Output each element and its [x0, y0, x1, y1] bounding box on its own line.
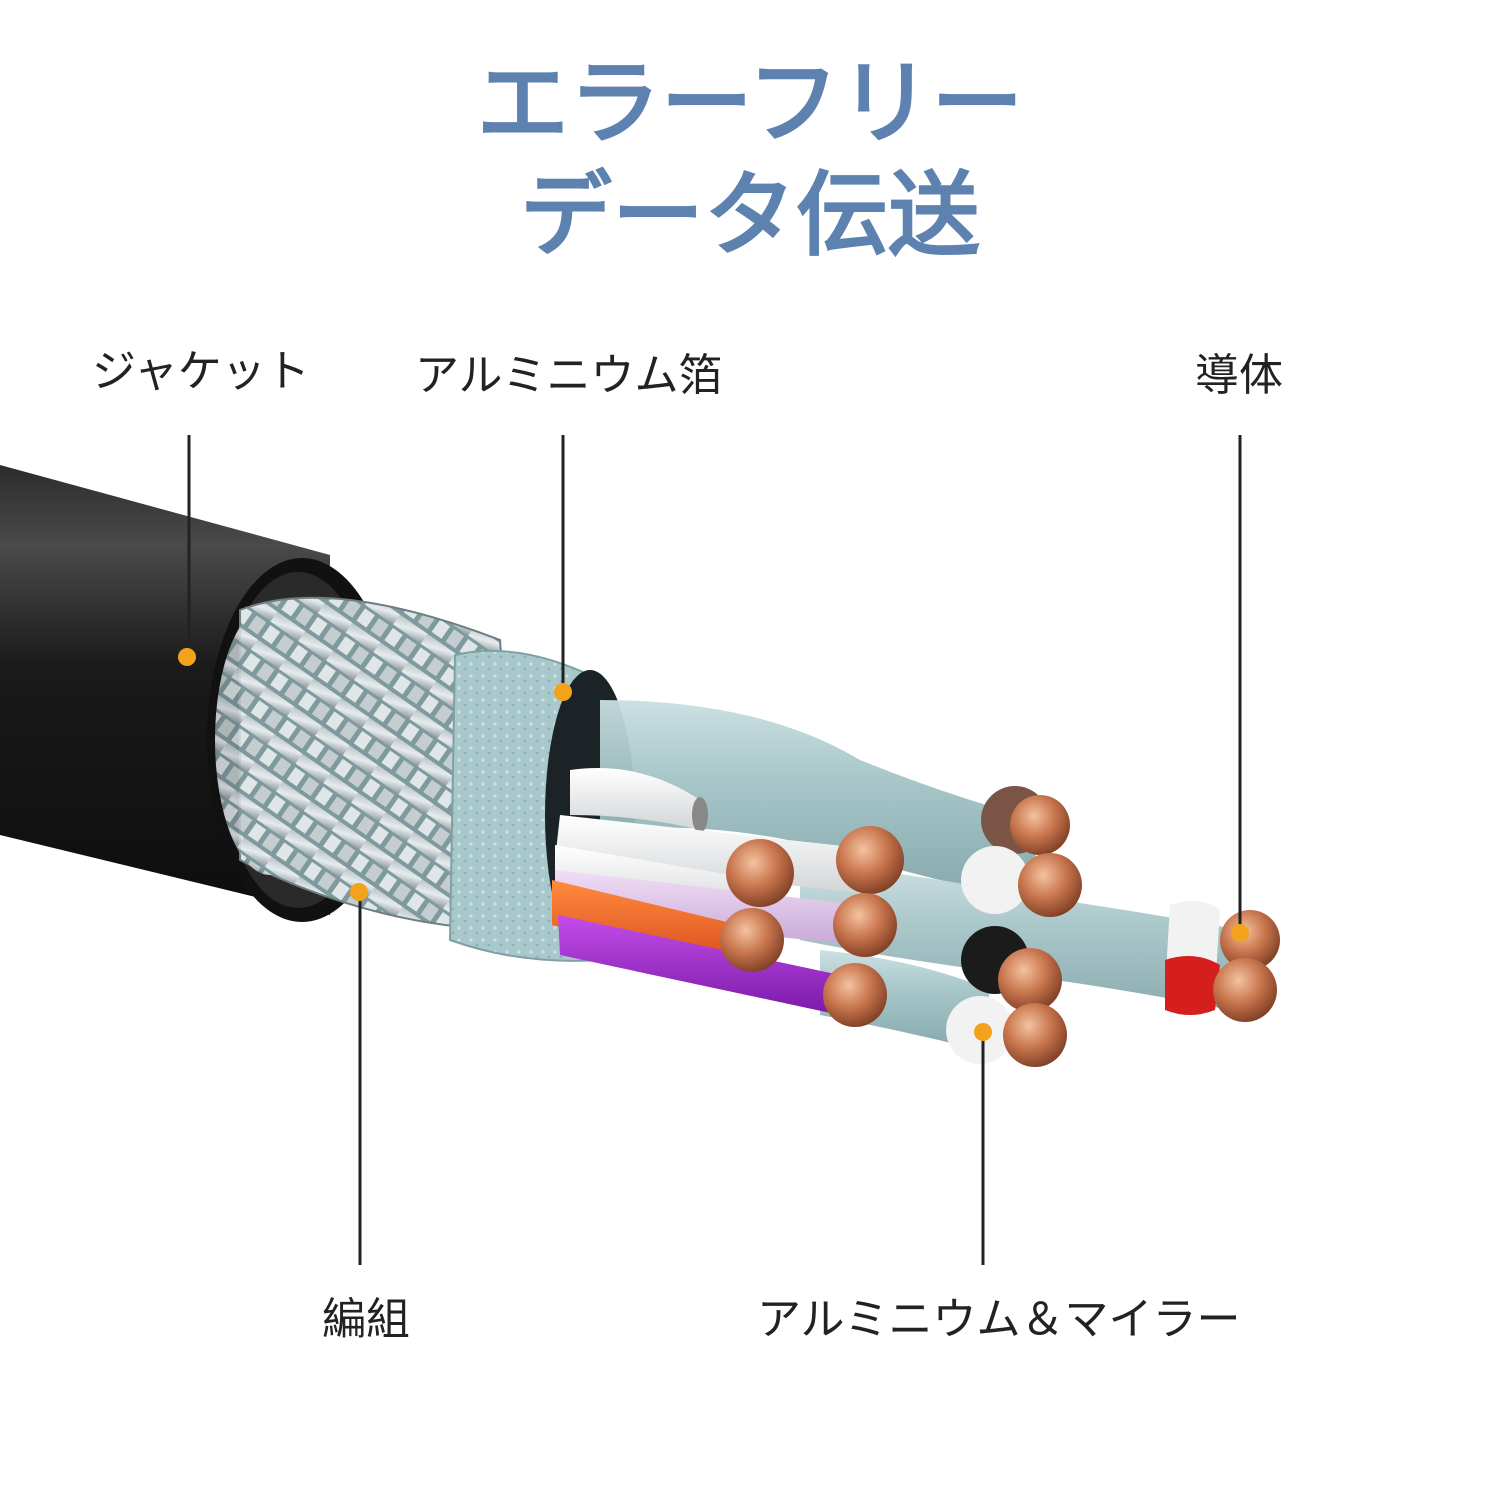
marker-conductor [1231, 924, 1249, 942]
copper-bundle-3 [833, 893, 897, 957]
marker-jacket [178, 648, 196, 666]
copper-bundle-5 [823, 963, 887, 1027]
marker-aluminum-foil [554, 683, 572, 701]
copper-bundle-4 [720, 908, 784, 972]
marker-braid [350, 883, 368, 901]
marker-aluminum-mylar [974, 1023, 992, 1041]
copper-bundle-1 [836, 826, 904, 894]
copper-bundle-2 [726, 839, 794, 907]
